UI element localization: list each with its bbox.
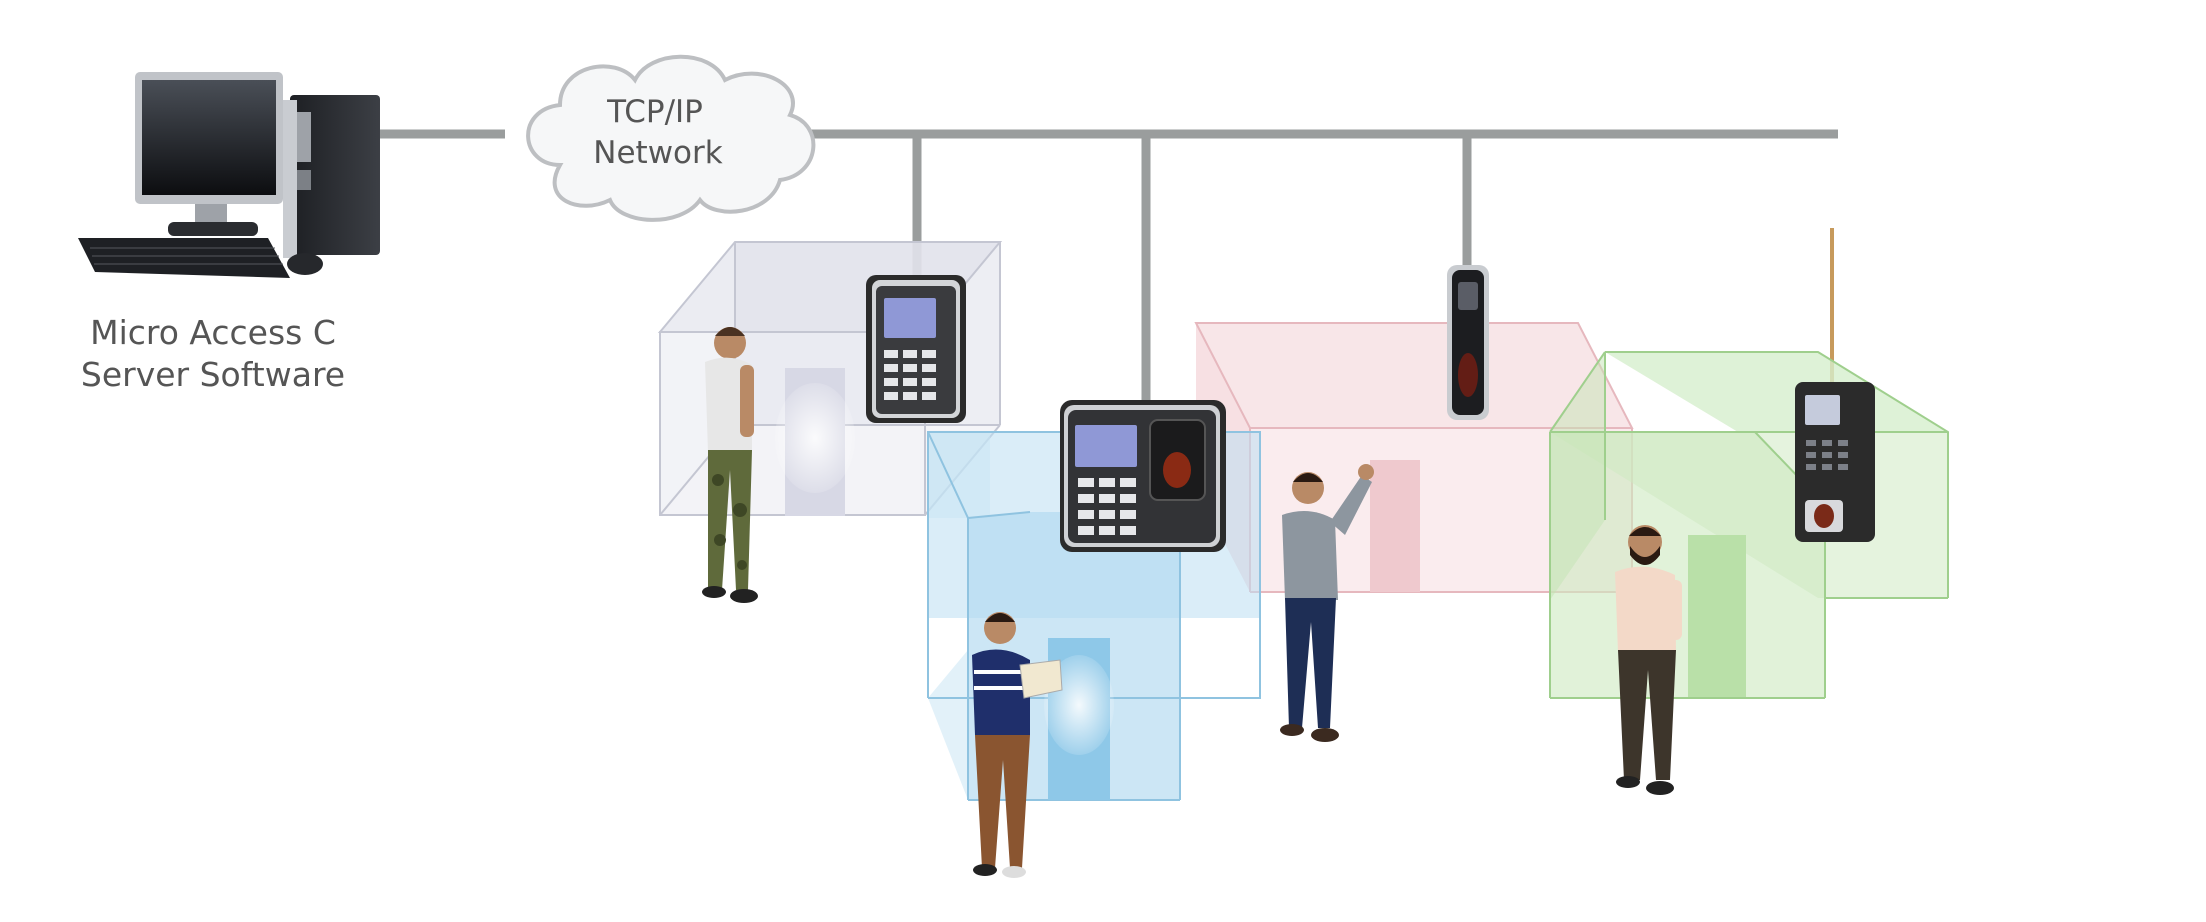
fingerprint-reader-icon	[1795, 382, 1875, 542]
person-icon	[702, 327, 758, 603]
person-icon	[1615, 525, 1682, 795]
server-label-line2: Server Software	[81, 355, 345, 394]
person-icon	[1280, 464, 1374, 742]
cloud-icon	[526, 54, 816, 222]
door	[1370, 460, 1420, 592]
computer-icon	[78, 72, 380, 278]
access-terminal-icon	[866, 275, 966, 423]
door	[1688, 535, 1746, 697]
card-reader-icon	[1447, 265, 1489, 420]
network-bus	[380, 129, 1838, 405]
network-label-line2: Network	[593, 135, 722, 171]
server-label-line1: Micro Access C	[90, 313, 336, 352]
person-icon	[972, 612, 1063, 878]
fingerprint-terminal-icon	[1060, 400, 1226, 552]
network-label-line1: TCP/IP	[606, 94, 703, 130]
